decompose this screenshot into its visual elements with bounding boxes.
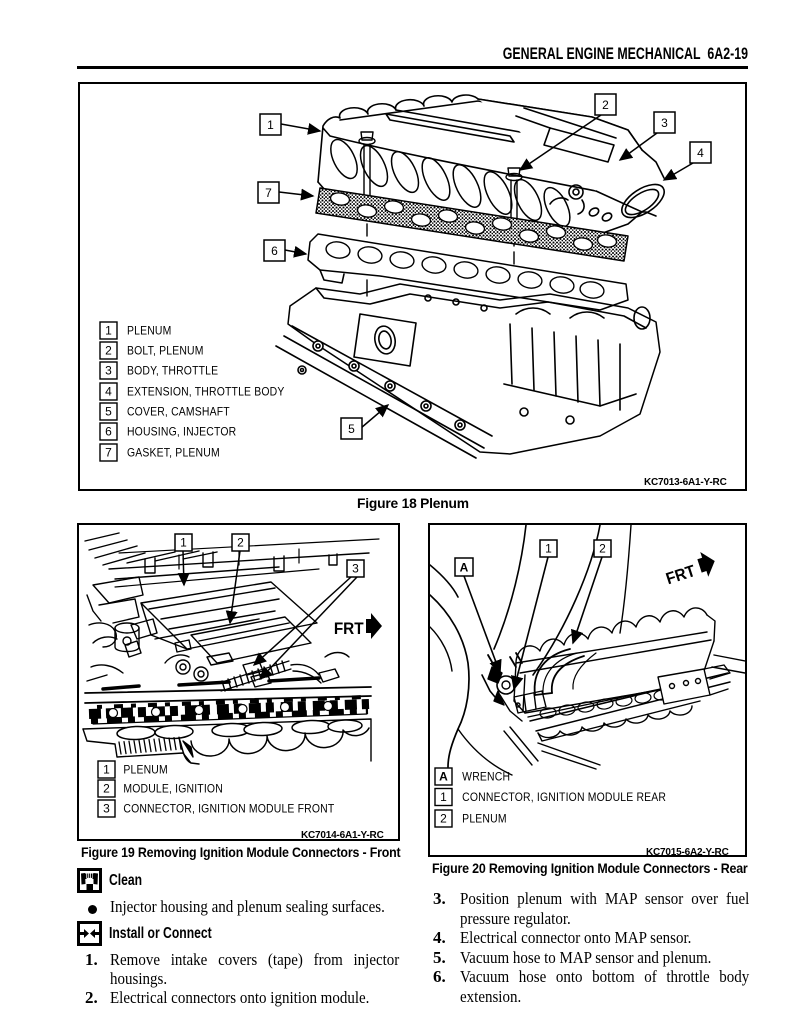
svg-text:FRT: FRT <box>664 562 698 588</box>
svg-text:HOUSING, INJECTOR: HOUSING, INJECTOR <box>127 426 236 439</box>
svg-text:BODY, THROTTLE: BODY, THROTTLE <box>127 365 219 378</box>
svg-text:2: 2 <box>237 536 244 550</box>
svg-text:CONNECTOR, IGNITION MODULE FRO: CONNECTOR, IGNITION MODULE FRONT <box>123 803 334 816</box>
svg-text:1: 1 <box>440 790 447 804</box>
svg-text:5: 5 <box>348 422 355 436</box>
svg-text:1: 1 <box>180 536 187 550</box>
svg-text:BOLT, PLENUM: BOLT, PLENUM <box>127 345 204 358</box>
svg-text:7: 7 <box>265 186 272 200</box>
svg-text:1: 1 <box>545 542 552 556</box>
svg-text:7: 7 <box>105 446 112 460</box>
svg-text:2: 2 <box>105 344 112 358</box>
svg-text:EXTENSION, THROTTLE BODY: EXTENSION, THROTTLE BODY <box>127 386 285 399</box>
svg-text:3: 3 <box>661 116 668 130</box>
svg-text:WRENCH: WRENCH <box>462 771 510 784</box>
svg-text:6: 6 <box>271 244 278 258</box>
svg-text:4: 4 <box>697 146 704 160</box>
svg-text:FRT: FRT <box>334 621 364 639</box>
svg-text:GASKET, PLENUM: GASKET, PLENUM <box>127 447 220 460</box>
svg-text:1: 1 <box>103 763 110 777</box>
svg-text:A: A <box>460 561 469 575</box>
svg-text:PLENUM: PLENUM <box>123 764 168 777</box>
svg-text:PLENUM: PLENUM <box>462 813 507 826</box>
svg-text:1: 1 <box>105 324 112 338</box>
svg-text:MODULE, IGNITION: MODULE, IGNITION <box>123 783 223 796</box>
svg-text:4: 4 <box>105 385 112 399</box>
svg-text:COVER, CAMSHAFT: COVER, CAMSHAFT <box>127 406 230 419</box>
svg-text:2: 2 <box>440 812 447 826</box>
svg-text:2: 2 <box>602 98 609 112</box>
svg-text:2: 2 <box>599 542 606 556</box>
svg-text:A: A <box>439 770 448 784</box>
svg-text:1: 1 <box>267 118 274 132</box>
svg-text:3: 3 <box>105 364 112 378</box>
svg-text:5: 5 <box>105 405 112 419</box>
svg-text:3: 3 <box>352 562 359 576</box>
svg-text:PLENUM: PLENUM <box>127 325 172 338</box>
svg-text:6: 6 <box>105 425 112 439</box>
svg-text:2: 2 <box>103 782 110 796</box>
svg-text:3: 3 <box>103 802 110 816</box>
svg-text:CONNECTOR, IGNITION MODULE REA: CONNECTOR, IGNITION MODULE REAR <box>462 791 666 804</box>
